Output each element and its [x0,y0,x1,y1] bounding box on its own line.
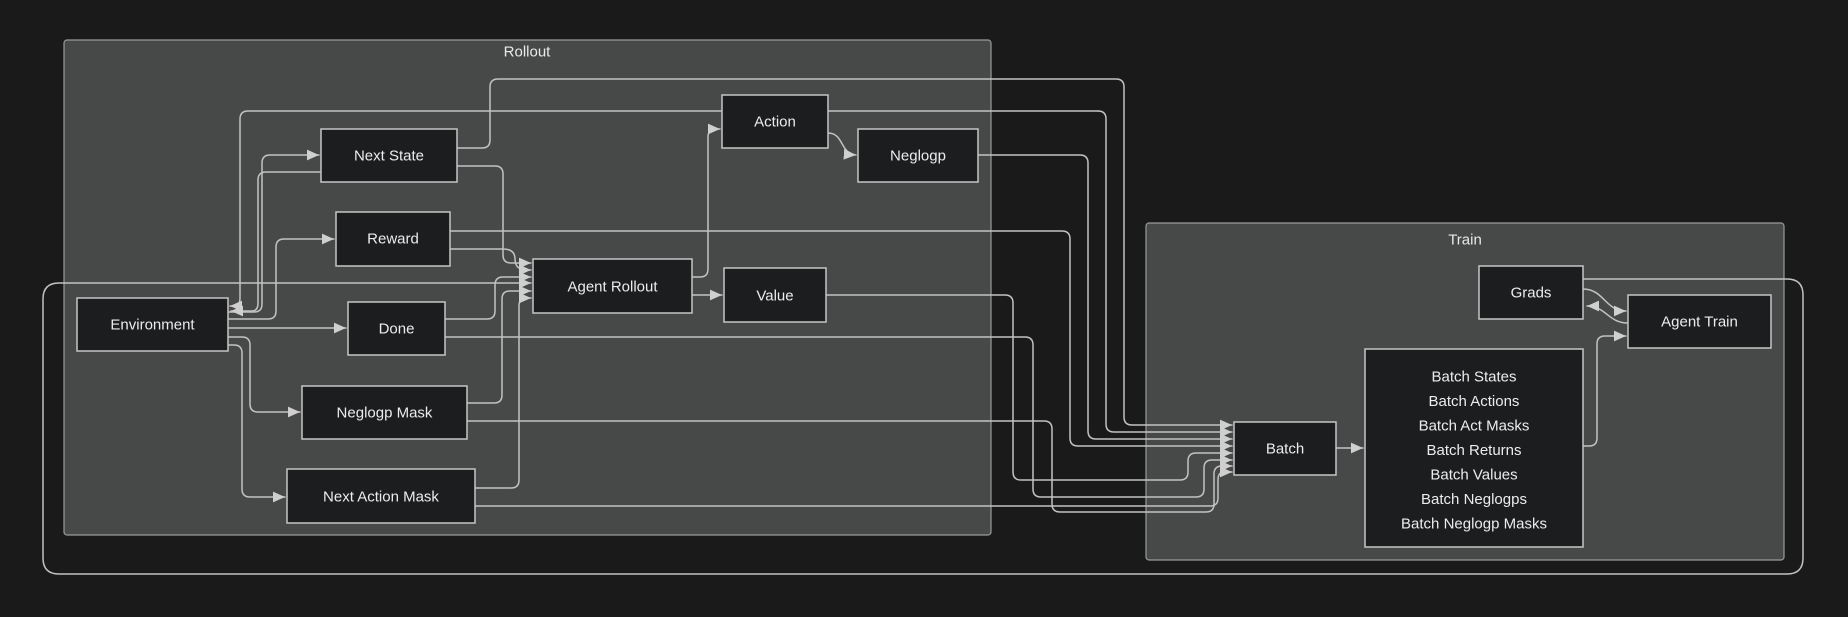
node-neglogp-label: Neglogp [890,148,946,165]
node-batch-act-masks-label: Batch Act Masks [1419,418,1530,435]
node-action: Action [721,94,829,149]
group-train-title: Train [1448,232,1482,249]
node-next-state: Next State [320,128,458,183]
edge-environment-to-reward [227,233,335,320]
node-next-action-mask-label: Next Action Mask [323,489,439,506]
node-reward: Reward [335,211,451,267]
node-batch-returns-label: Batch Returns [1426,442,1521,459]
edge-environment-to-next-state [227,149,320,313]
node-done-label: Done [379,321,415,338]
node-agent-train-label: Agent Train [1661,314,1738,331]
edge-agent-train-to-grads [1586,300,1629,324]
edge-neglogp-mask-to-agent-rollout [466,285,532,404]
group-rollout-title: Rollout [504,44,552,61]
edge-batch-list-to-agent-train [1582,330,1627,447]
edge-next-state-to-environment [230,171,322,317]
node-grads-label: Grads [1511,285,1552,302]
wires-layer [42,78,1804,575]
node-reward-label: Reward [367,231,419,248]
edge-next-state-to-batch [456,78,1233,431]
edge-environment-to-next-action-mask [227,344,286,503]
node-action-label: Action [754,114,796,131]
edge-environment-to-neglogp-mask [227,336,301,418]
edge-reward-to-batch [449,230,1233,452]
node-batch-states-label: Batch States [1431,369,1516,386]
edge-value-to-batch [825,294,1233,481]
node-batch-label: Batch [1266,441,1304,458]
node-agent-train: Agent Train [1627,294,1772,349]
edge-grads-to-agent-rollout-loop [42,277,1804,575]
node-agent-rollout: Agent Rollout [532,258,693,314]
node-grads: Grads [1478,265,1584,320]
edge-action-to-batch [1097,110,1233,438]
node-environment-label: Environment [110,317,195,334]
node-neglogp-mask: Neglogp Mask [301,385,468,440]
node-agent-rollout-label: Agent Rollout [567,279,658,296]
node-environment: Environment [76,297,229,352]
node-batch-list: Batch States Batch Actions Batch Act Mas… [1364,348,1584,548]
edge-neglogp-mask-to-batch [466,420,1233,513]
node-neglogp-mask-label: Neglogp Mask [337,405,433,422]
edge-done-to-agent-rollout [444,271,532,320]
edge-reward-to-agent-rollout [449,248,532,276]
edge-neglogp-to-batch [977,154,1233,445]
node-value-label: Value [756,288,793,305]
node-batch-neglogp-masks-label: Batch Neglogp Masks [1401,516,1547,533]
node-batch: Batch [1233,421,1337,476]
node-batch-actions-label: Batch Actions [1429,393,1520,410]
edge-agent-rollout-to-action [691,123,721,278]
edge-done-to-batch [444,336,1233,498]
node-batch-values-label: Batch Values [1430,467,1517,484]
edge-next-state-to-agent-rollout [456,165,532,269]
node-next-state-label: Next State [354,148,424,165]
group-rollout: Rollout [63,39,992,536]
node-next-action-mask: Next Action Mask [286,468,476,524]
edge-action-to-neglogp [827,132,857,160]
node-batch-neglogps-label: Batch Neglogps [1421,491,1527,508]
edge-next-action-mask-to-agent-rollout [474,292,532,489]
edge-next-action-mask-to-batch [474,466,1233,507]
node-value: Value [723,267,827,323]
node-done: Done [347,301,446,356]
edge-action-to-environment [229,110,1099,312]
edge-grads-to-agent-train [1582,288,1627,317]
node-neglogp: Neglogp [857,128,979,183]
